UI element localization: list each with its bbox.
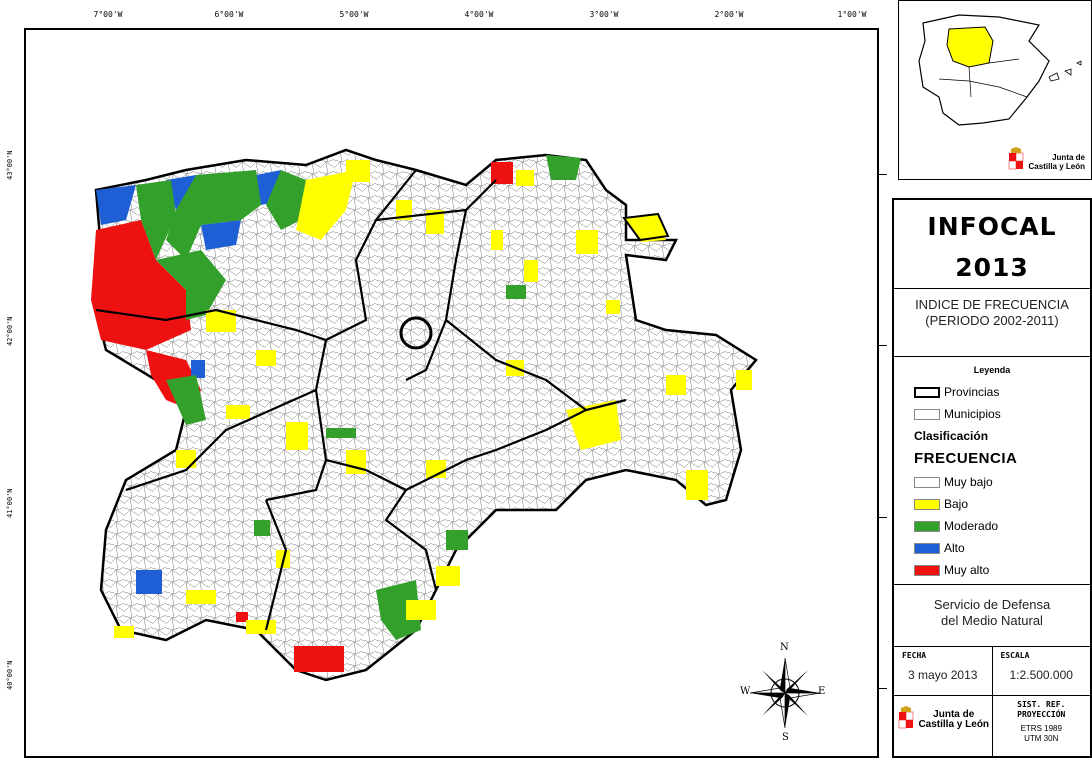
spain-inset-svg <box>918 14 1082 126</box>
escala-cell: ESCALA 1:2.500.000 <box>993 647 1091 695</box>
tick-mark <box>879 174 887 175</box>
enclave-shape <box>622 212 670 242</box>
inset-logo-line2: Castilla y León <box>1028 162 1085 171</box>
lat-label-43n: 43°00'N <box>6 150 14 180</box>
legend-row-muy-alto: Muy alto <box>914 559 1090 581</box>
info-panel: INFOCAL 2013 INDICE DE FRECUENCIA (PERIO… <box>892 198 1092 758</box>
moderado-swatch <box>914 520 940 532</box>
compass-star-icon <box>750 658 820 728</box>
legend-row-muy-bajo: Muy bajo <box>914 471 1090 493</box>
legend-row-bajo: Bajo <box>914 493 1090 515</box>
tick-mark <box>879 517 887 518</box>
muy-alto-swatch <box>914 564 940 576</box>
inset-map: Junta de Castilla y León <box>898 0 1092 180</box>
service-line1: Servicio de Defensa <box>933 597 1051 612</box>
coat-of-arms-icon <box>899 706 914 729</box>
lon-label-3w: 3°00'W <box>589 10 619 19</box>
subtitle-line2: (PERIODO 2002-2011) <box>925 313 1059 328</box>
service-box: Servicio de Defensa del Medio Natural <box>894 585 1090 647</box>
legend-label: Bajo <box>944 497 969 511</box>
service-line2: del Medio Natural <box>941 613 1043 628</box>
compass-s: S <box>782 732 789 743</box>
legend: Leyenda Provincias Municipios Clasificac… <box>894 357 1090 585</box>
lat-label-40n: 40°00'N <box>6 660 14 690</box>
title-box: INFOCAL 2013 <box>894 200 1090 289</box>
fecha-label: FECHA <box>902 651 927 660</box>
sr-label-line1: SIST. REF. <box>1017 700 1066 709</box>
legend-frecuencia: FRECUENCIA <box>914 450 1018 467</box>
sr-value-line1: ETRS 1989 <box>1020 724 1062 733</box>
panel-logo: Junta de Castilla y León <box>894 696 993 756</box>
inset-logo-line1: Junta de <box>1052 153 1085 162</box>
fecha-value: 3 mayo 2013 <box>908 668 978 682</box>
sr-cell: SIST. REF. PROYECCIÓN ETRS 1989 UTM 30N <box>993 696 1091 756</box>
title-line2: 2013 <box>955 253 1029 282</box>
province-boundaries <box>95 169 627 631</box>
legend-row-municipios: Municipios <box>914 403 1090 425</box>
title-line1: INFOCAL <box>927 212 1057 241</box>
legend-label: Alto <box>944 541 965 555</box>
lon-label-2w: 2°00'W <box>714 10 744 19</box>
escala-label: ESCALA <box>1000 651 1030 660</box>
legend-label: Municipios <box>944 407 1001 421</box>
bajo-areas <box>114 160 752 638</box>
lon-label-6w: 6°00'W <box>214 10 244 19</box>
lat-label-42n: 42°00'N <box>6 316 14 346</box>
coat-of-arms-icon <box>1008 147 1023 170</box>
inset-logo: Junta de Castilla y León <box>1006 147 1085 171</box>
subtitle-box: INDICE DE FRECUENCIA (PERIODO 2002-2011) <box>894 289 1090 357</box>
compass-w: W <box>740 686 751 697</box>
legend-row-provincias: Provincias <box>914 381 1090 403</box>
inset-logo-text: Junta de Castilla y León <box>1029 153 1085 171</box>
legend-label: Provincias <box>944 385 1000 399</box>
lon-label-1w: 1°00'W <box>837 10 867 19</box>
compass-n: N <box>780 642 789 653</box>
lon-label-5w: 5°00'W <box>339 10 369 19</box>
legend-clasificacion: Clasificación <box>914 429 989 443</box>
legend-label: Moderado <box>944 519 999 533</box>
sr-label: SIST. REF. PROYECCIÓN <box>993 696 1091 720</box>
sr-value-line2: UTM 30N <box>1024 734 1059 743</box>
legend-label: Muy alto <box>944 563 990 577</box>
legend-row-moderado: Moderado <box>914 515 1090 537</box>
logo-row: Junta de Castilla y León SIST. REF. PROY… <box>894 696 1090 756</box>
date-scale-row: FECHA 3 mayo 2013 ESCALA 1:2.500.000 <box>894 647 1090 696</box>
panel-logo-line1: Junta de <box>933 709 975 720</box>
map-svg <box>91 148 758 682</box>
circle-marker <box>399 316 433 350</box>
lon-label-7w: 7°00'W <box>93 10 123 19</box>
panel-logo-text: Junta de Castilla y León <box>918 710 989 730</box>
lat-label-41n: 41°00'N <box>6 488 14 518</box>
legend-label: Muy bajo <box>944 475 993 489</box>
provincias-swatch <box>914 386 940 398</box>
sr-label-line2: PROYECCIÓN <box>1017 710 1066 719</box>
fecha-cell: FECHA 3 mayo 2013 <box>894 647 993 695</box>
tick-mark <box>879 688 887 689</box>
moderado-areas <box>136 155 581 640</box>
tick-mark <box>879 345 887 346</box>
region-shape <box>94 148 758 682</box>
alto-swatch <box>914 542 940 554</box>
muy-bajo-swatch <box>914 476 940 488</box>
sr-value: ETRS 1989 UTM 30N <box>993 724 1091 744</box>
bajo-swatch <box>914 498 940 510</box>
muy-alto-areas <box>91 162 513 672</box>
escala-value: 1:2.500.000 <box>1009 668 1073 682</box>
subtitle-line1: INDICE DE FRECUENCIA <box>915 297 1069 312</box>
panel-logo-group: Junta de Castilla y León <box>896 706 989 730</box>
panel-logo-line2: Castilla y León <box>918 719 990 730</box>
main-map[interactable] <box>24 28 879 758</box>
municipios-swatch <box>914 408 940 420</box>
legend-row-alto: Alto <box>914 537 1090 559</box>
compass-rose: N W E S <box>740 642 830 747</box>
legend-title: Leyenda <box>973 365 1011 375</box>
compass-e: E <box>818 686 826 697</box>
lon-label-4w: 4°00'W <box>464 10 494 19</box>
